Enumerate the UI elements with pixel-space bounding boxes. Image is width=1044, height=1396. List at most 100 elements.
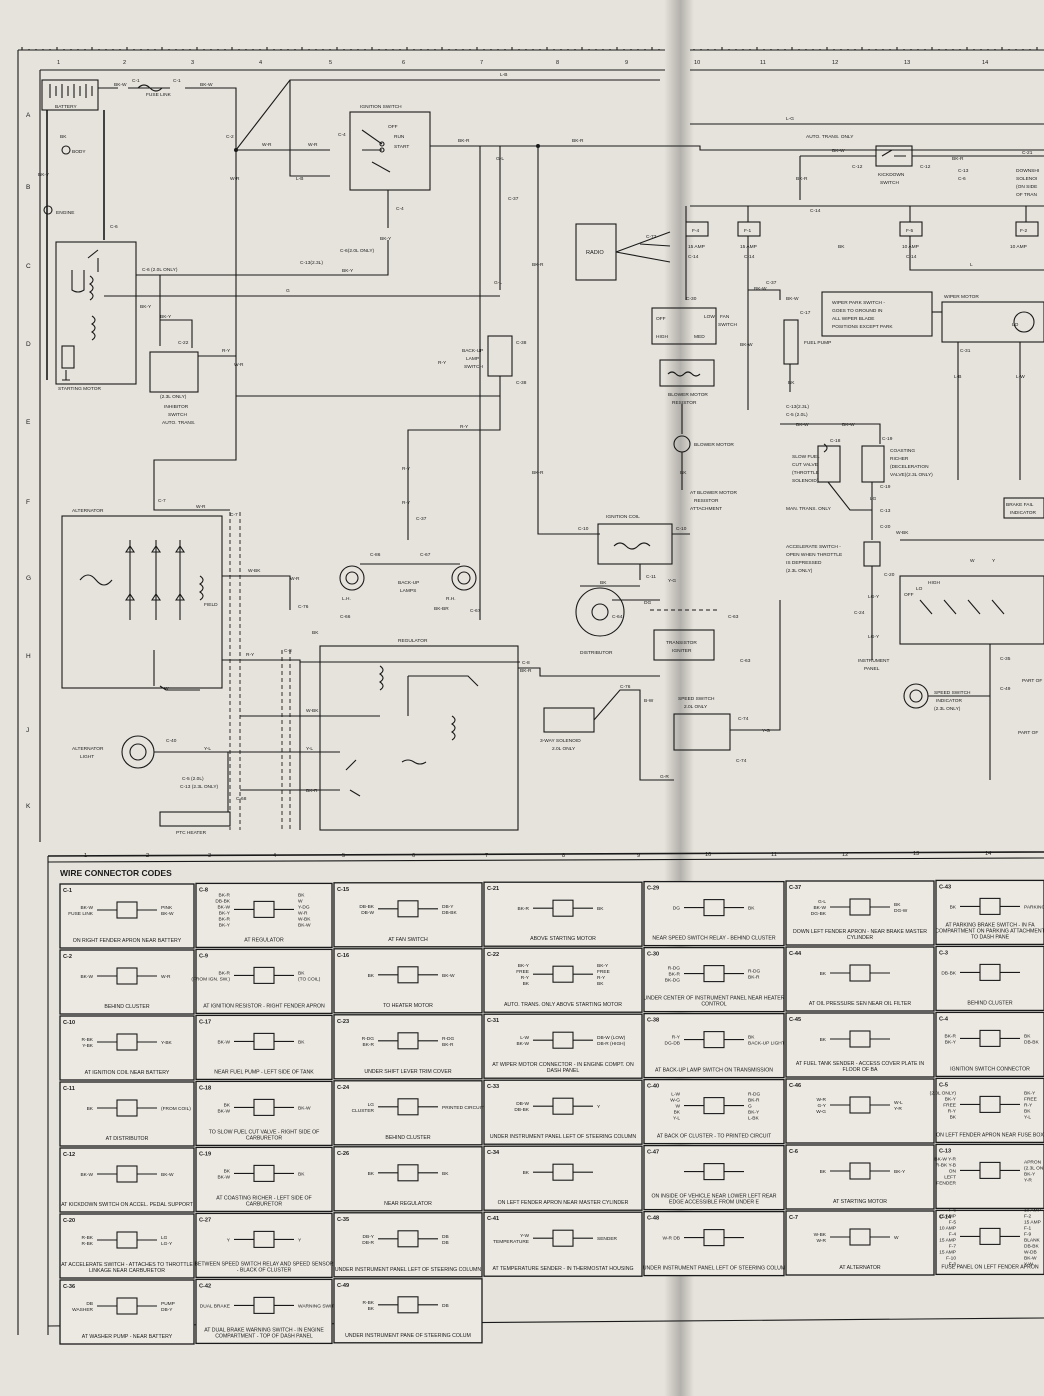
wiper-park-note: ALL WIPER BLADE (832, 316, 874, 322)
fuel-pump-label: FUEL PUMP (804, 340, 831, 346)
connector-location: CARBURETOR (246, 1135, 282, 1141)
connector-location: AT STARTING MOTOR (833, 1199, 887, 1205)
wire-label: W (164, 686, 169, 692)
connector-wire-label: BK (748, 906, 755, 912)
wire-label: W-BK (306, 708, 319, 714)
part-of-label: PART OF (1018, 730, 1038, 736)
connector-id: C-3 (939, 950, 948, 956)
connector-id: C-6 (789, 1149, 798, 1155)
backup-lamp-lh (339, 565, 365, 591)
bcol-1: 1 (84, 853, 87, 859)
connector-wire-label: R-Y (672, 1035, 681, 1041)
connector-wire-label: L-W (520, 1035, 529, 1041)
connector-id: C-4 (939, 1016, 949, 1022)
connector-wire-label: DG-DB (665, 1041, 680, 1047)
connector-wire-label: (FROM IGN. SW.) (191, 976, 230, 982)
connector-wire-label: Y-L (673, 1116, 680, 1122)
wire-label: R-Y (460, 424, 469, 430)
wire-label: L-B (500, 72, 507, 78)
speed-indicator-label: SPEED SWITCH (934, 690, 971, 696)
coasting-label: VALVE)(2.3L ONLY) (890, 472, 933, 478)
connector-wire-label: R-DG (668, 966, 681, 972)
wire-label: BK-R (520, 668, 532, 674)
connector-id: C-33 (487, 1084, 499, 1090)
connector-id: C-38 (647, 1018, 659, 1024)
connector-id: C-45 (789, 1017, 801, 1023)
bcol-12: 12 (842, 852, 848, 858)
connector-wire-label: R-DG (442, 1036, 455, 1042)
connector-id: C-29 (647, 886, 659, 892)
backup-switch-label: SWITCH (464, 364, 483, 370)
connector-location: COMPARTMENT ON PARKING ATTACHMENT (935, 928, 1044, 934)
bcol-9: 9 (637, 853, 640, 859)
fuse-f2 (1015, 221, 1039, 237)
connector-location: EDGE ACCESSIBLE FROM UNDER E (669, 1200, 759, 1206)
backup-lamp-rh (451, 565, 477, 591)
connector-wire-label: R-BK (82, 1235, 94, 1241)
connector-id: C-47 (647, 1150, 659, 1156)
connector-location: BEHIND CLUSTER (385, 1135, 431, 1141)
connector-id: C-19 (199, 1151, 211, 1157)
blower-motor (673, 435, 691, 453)
col-6: 6 (402, 60, 405, 66)
fuse-amp: 10 AMP (1010, 244, 1027, 250)
connector-wire-label: W (675, 1104, 680, 1110)
connector-id: C-26 (337, 1151, 349, 1157)
connector-wire-label: BK-Y (219, 910, 231, 916)
connector-location: NEAR SPEED SWITCH RELAY - BEHIND CLUSTER (652, 936, 775, 942)
connector-wire-label: BK (298, 1039, 305, 1045)
connector-cell-c-8: C-8BK-RDB-BKBK-WBK-YBK-RBK-YBKWY-DGW-RW-… (195, 882, 333, 949)
wire-label: BK-R (952, 156, 964, 162)
connector-wire-label: W-BK (298, 916, 311, 922)
wire-label: W-BK (248, 568, 261, 574)
connector-label: C-1 (132, 78, 140, 84)
auto-trans-only-label: AUTO. TRANS. ONLY (806, 134, 854, 140)
connector-label: C-6 (110, 224, 118, 230)
connector-id: C-43 (939, 884, 951, 890)
connector-wire-label: BK (748, 1035, 755, 1041)
connector-wire-label: BK (368, 973, 375, 979)
connector-wire-label: DB-BK (941, 970, 956, 976)
connector-location: DASH PANEL (547, 1068, 580, 1074)
fan-med: MED (694, 334, 705, 340)
bcol-14: 14 (985, 851, 991, 857)
connector-cell-border (333, 882, 483, 948)
fan-low: LOW (704, 314, 715, 320)
connector-wire-label: (2.3L ONLY) (1024, 1165, 1044, 1171)
connector-id: C-18 (199, 1085, 211, 1091)
kickdown-label: SWITCH (880, 180, 899, 186)
alternator-box (61, 515, 223, 689)
connector-id: C-10 (63, 1020, 75, 1026)
wire-label: BK (600, 580, 607, 586)
connector-cell-border (333, 948, 483, 1014)
connector-cell-border (785, 946, 935, 1012)
battery-label: BATTERY (55, 104, 77, 110)
connector-location: COMPARTMENT - TOP OF DASH PANEL (215, 1333, 313, 1339)
connector-wire-label: F-3 (949, 1261, 957, 1267)
ptc-heater (159, 811, 231, 827)
col-5: 5 (329, 60, 332, 66)
connector-location: AT COASTING RICHER - LEFT SIDE OF (216, 1195, 311, 1201)
connector-cell-border (935, 1143, 1044, 1210)
inhibitor-note: (2.3L ONLY) (160, 394, 187, 400)
connector-id: C-11 (63, 1086, 75, 1092)
inhibitor-box (149, 351, 199, 393)
connector-id: C-7 (789, 1215, 798, 1221)
wiper-park-note: POSITIONS EXCEPT PARK (832, 324, 893, 330)
connector-wire-label: Y-L (1024, 1114, 1031, 1120)
connector-id: C-2 (63, 954, 72, 960)
row-E: E (26, 419, 31, 426)
wire-label: BK-W (114, 82, 127, 88)
main-wiring: BATTERY BK-W C-1 FUSE LINK C-1 BK-W BK B… (38, 72, 1044, 836)
connector-cell-border (59, 1015, 195, 1081)
